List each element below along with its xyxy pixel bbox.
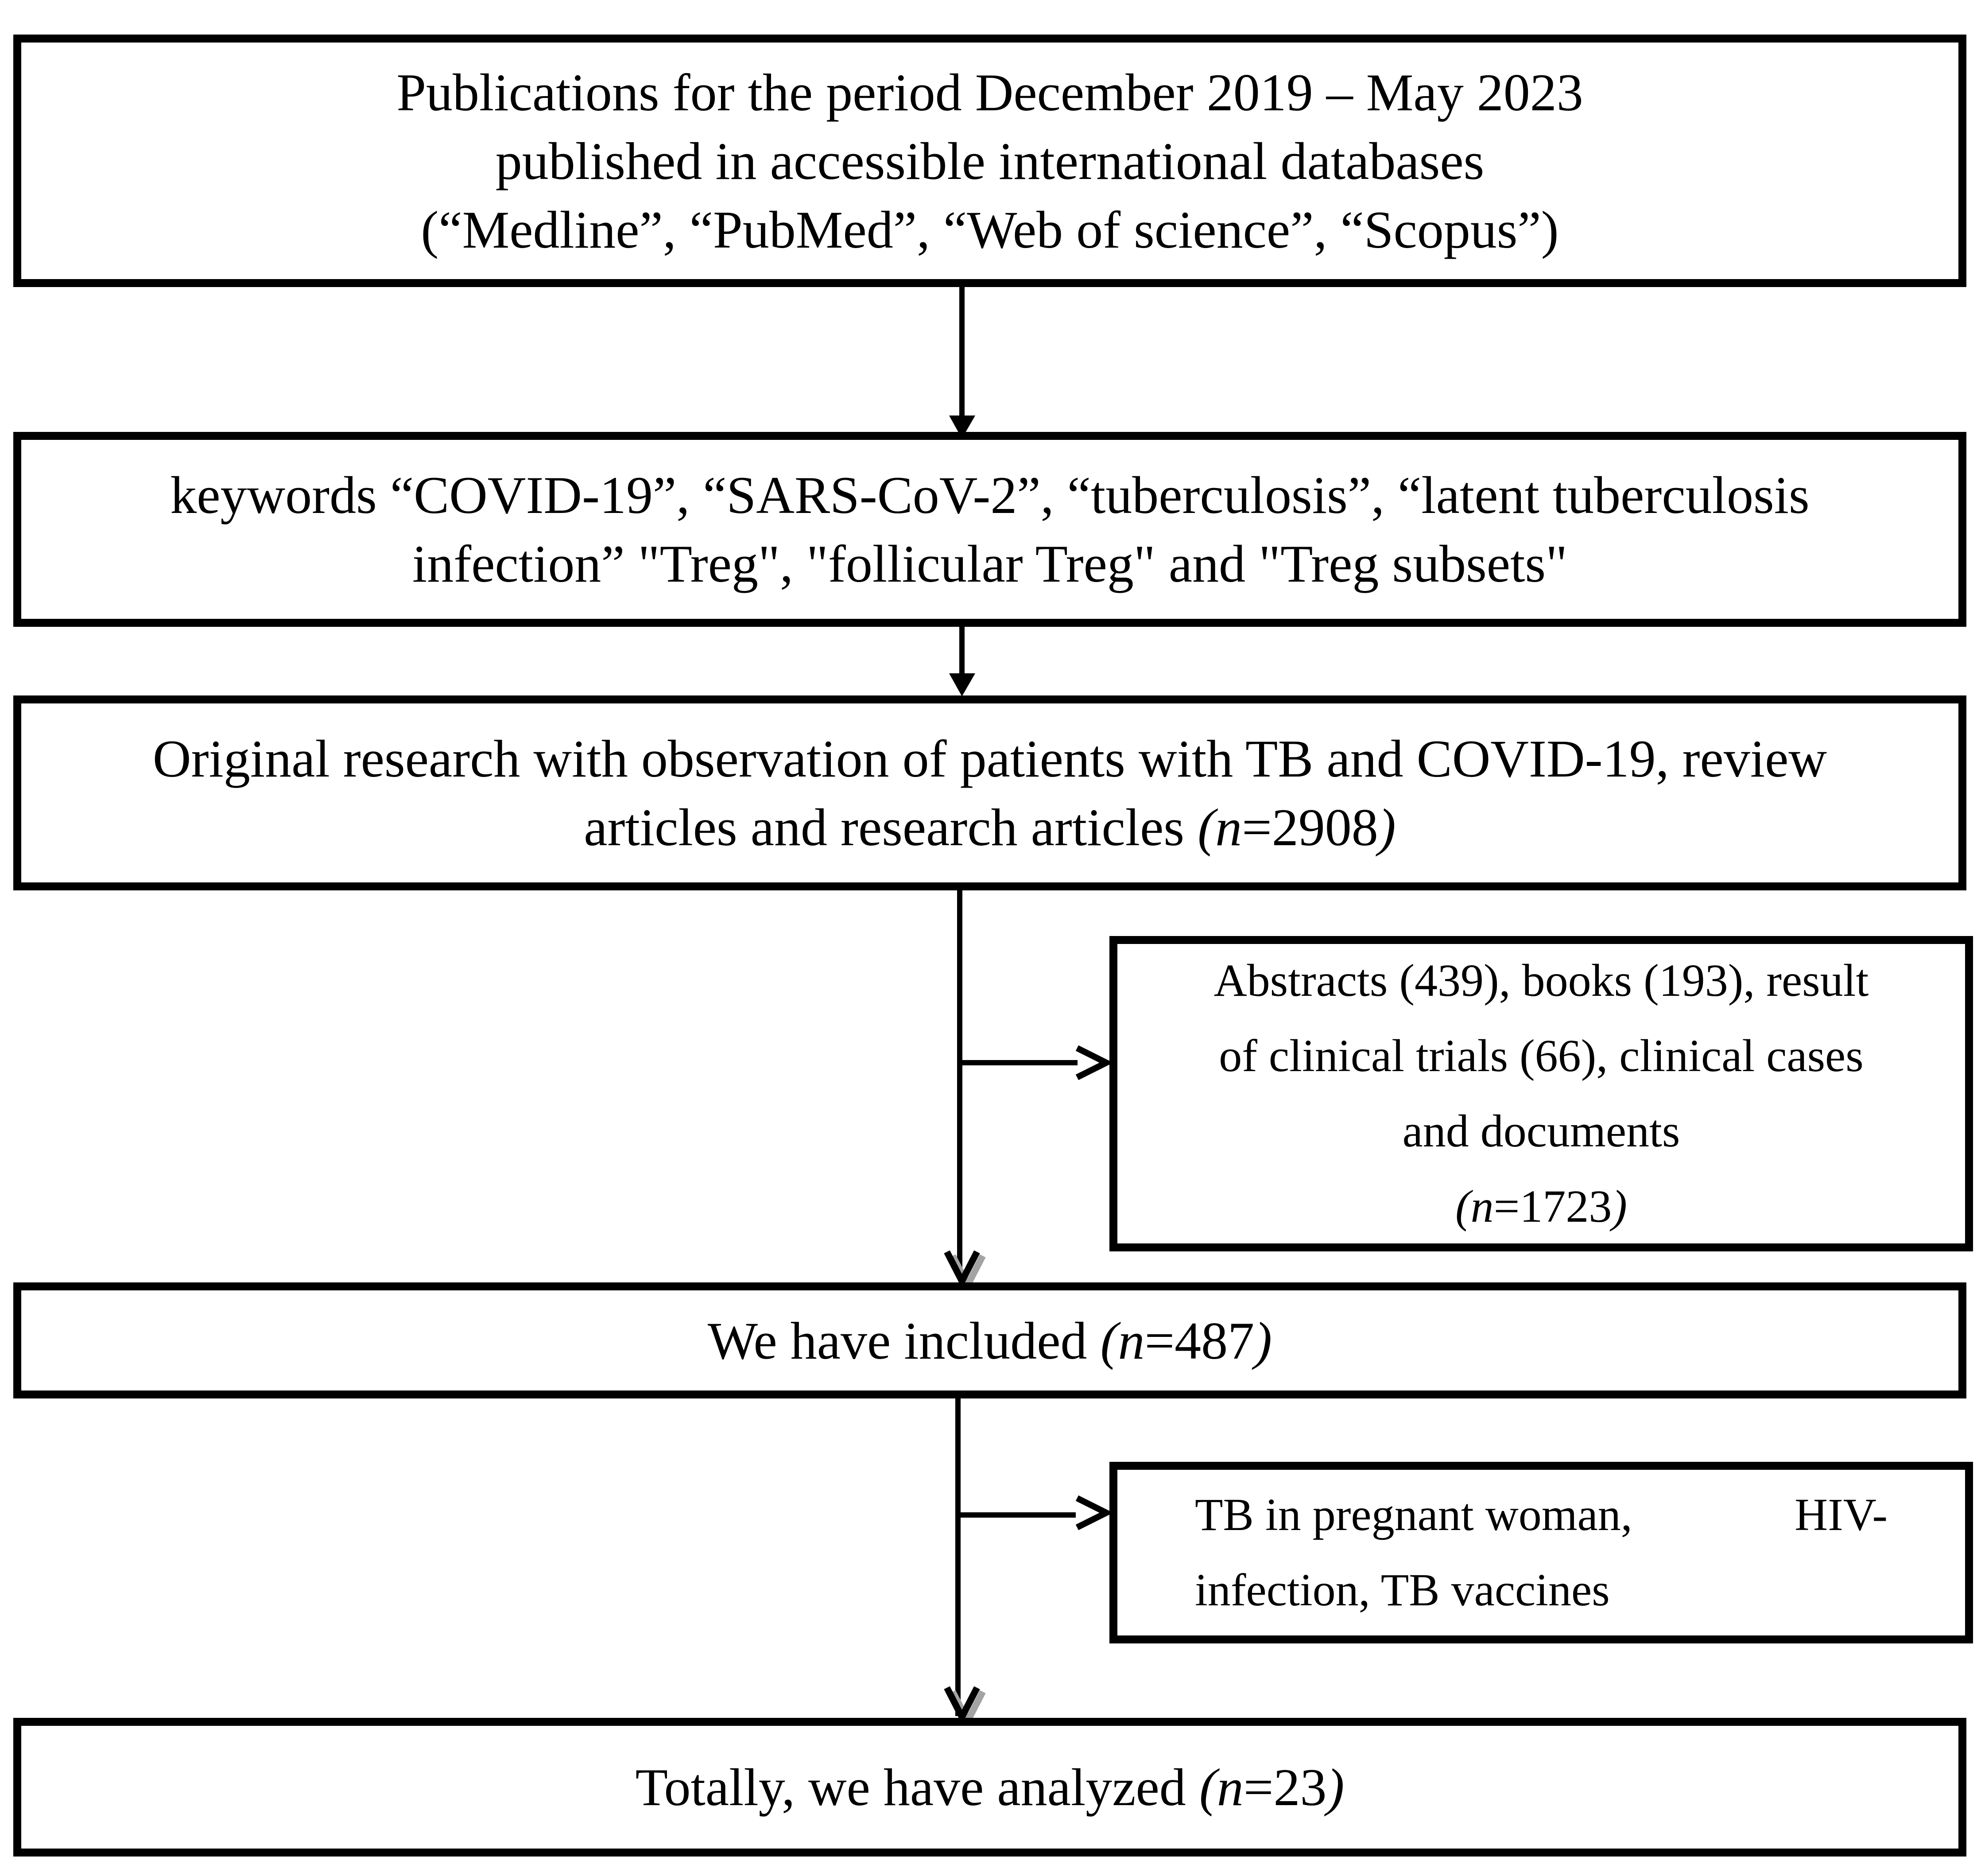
flow-box-publications: Publications for the period December 201… — [13, 35, 1966, 287]
flow-box-text-line: Original research with observation of pa… — [152, 729, 1827, 788]
flow-box-text-line: published in accessible international da… — [495, 131, 1485, 190]
branch-2-right-arrowhead-icon — [1075, 1495, 1113, 1530]
flow-box-text-line: We have included (n=487) — [707, 1311, 1272, 1370]
branch-2-vertical-line — [955, 1398, 961, 1716]
flow-box-text-line: of clinical trials (66), clinical cases — [1219, 1030, 1864, 1081]
flow-box-analyzed: Totally, we have analyzed (n=23) — [13, 1718, 1966, 1857]
branch-2-down-arrowhead-icon — [944, 1686, 980, 1725]
flow-box-text-line: keywords “COVID-19”, “SARS-CoV-2”, “tube… — [170, 466, 1810, 524]
branch-1-down-arrowhead-icon — [944, 1250, 980, 1289]
branch-2-horizontal-line — [961, 1512, 1076, 1518]
flow-box-keywords: keywords “COVID-19”, “SARS-CoV-2”, “tube… — [13, 432, 1966, 627]
flow-box-text-line: and documents — [1402, 1106, 1680, 1157]
flow-box-excluded-publication-types: Abstracts (439), books (193), result of c… — [1109, 936, 1973, 1251]
arrow-down-1-head-icon — [949, 416, 975, 439]
flow-box-text-line: infection, TB vaccines — [1195, 1565, 1610, 1616]
branch-1-vertical-line — [957, 889, 962, 1278]
flow-box-text-line: articles and research articles (n=2908) — [584, 798, 1396, 857]
branch-1-horizontal-line — [962, 1060, 1078, 1065]
flow-box-text-line: (n=1723) — [1455, 1181, 1627, 1232]
arrow-down-2-line — [959, 625, 965, 676]
arrow-down-1-line — [959, 286, 965, 416]
flow-box-text-line: (“Medline”, “PubMed”, “Web of science”, … — [421, 200, 1559, 259]
flow-box-text-line: Totally, we have analyzed (n=23) — [635, 1758, 1345, 1817]
flow-box-text-line: infection” "Treg", "follicular Treg" and… — [412, 534, 1568, 593]
flow-box-included: We have included (n=487) — [13, 1282, 1966, 1398]
flow-box-excluded-topics: TB in pregnant woman,HIV-infection, TB v… — [1109, 1462, 1973, 1643]
branch-1-right-arrowhead-icon — [1075, 1045, 1113, 1080]
arrow-down-2-head-icon — [949, 673, 975, 696]
flow-box-text-line: Publications for the period December 201… — [396, 62, 1583, 122]
flow-box-text-line: TB in pregnant woman,HIV- — [1195, 1489, 1888, 1540]
flow-box-original-research: Original research with observation of pa… — [13, 695, 1966, 890]
flow-box-text-line: Abstracts (439), books (193), result — [1213, 955, 1869, 1006]
